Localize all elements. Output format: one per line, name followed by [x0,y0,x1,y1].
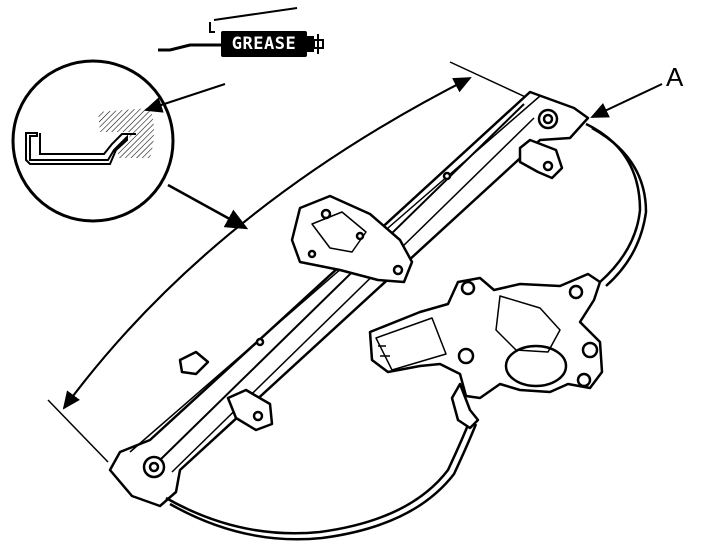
grease-leader-arrow [144,83,226,113]
callout-a-arrow [590,83,663,118]
callout-a-label: A [666,62,684,92]
regulator-cable [165,122,648,541]
glass-mount-plate [290,194,414,284]
detail-circle [11,59,175,223]
lower-bracket [178,350,274,432]
grease-label: GREASE [221,31,307,57]
motor-assembly [368,272,604,430]
grease-range-dimension [47,61,533,463]
upper-bracket [518,138,564,180]
grease-tube-icon [158,7,324,54]
detail-leader-arrow [167,183,249,230]
